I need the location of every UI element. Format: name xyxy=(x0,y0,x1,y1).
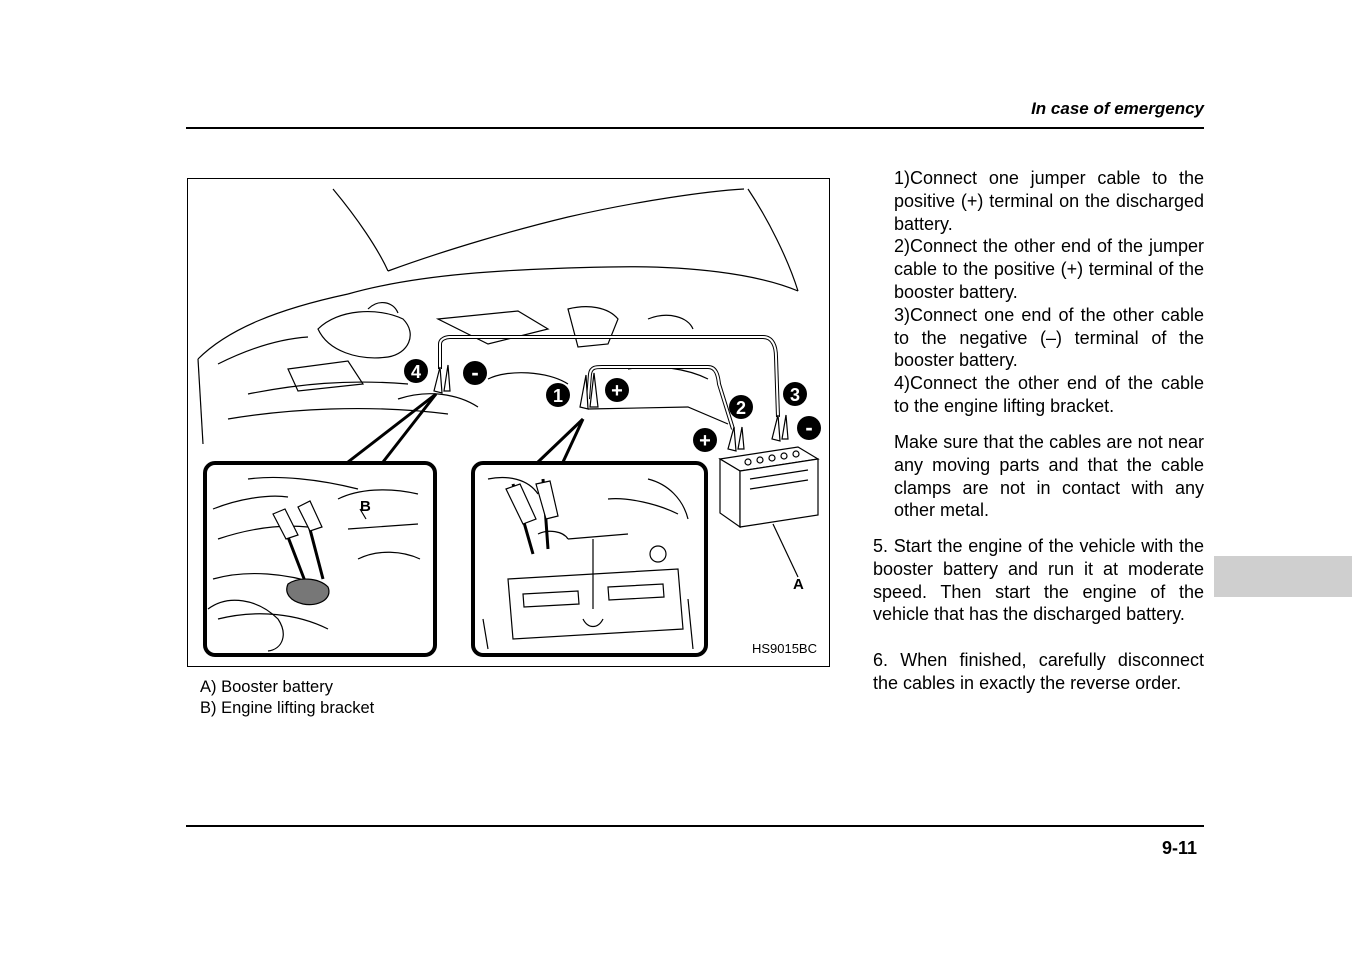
step-2: 2)Connect the other end of the jumper ca… xyxy=(894,235,1204,303)
paragraph-step-5: 5. Start the engine of the vehicle with … xyxy=(873,536,1204,625)
plus-marker-center: + xyxy=(605,378,629,402)
safety-note: Make sure that the cables are not near a… xyxy=(894,432,1204,521)
minus-marker-right: - xyxy=(797,415,821,440)
step-marker-1: 1 xyxy=(546,383,570,407)
minus-marker-left: - xyxy=(463,360,487,385)
engine-bay-drawing: 4 - 1 + 2 3 - + xyxy=(197,188,821,657)
section-title: In case of emergency xyxy=(1031,99,1204,118)
figure-captions: A) Booster battery B) Engine lifting bra… xyxy=(200,677,374,719)
step-4-text: Connect the other end of the cable to th… xyxy=(894,373,1204,416)
label-b: B xyxy=(360,498,371,515)
steps-list: 1)Connect one jumper cable to the positi… xyxy=(894,167,1204,418)
caption-engine-lifting-bracket: B) Engine lifting bracket xyxy=(200,699,375,717)
svg-text:3: 3 xyxy=(790,385,800,405)
svg-text:+: + xyxy=(611,380,623,402)
step-marker-2: 2 xyxy=(729,395,753,419)
svg-text:1: 1 xyxy=(553,386,563,406)
svg-text:2: 2 xyxy=(736,398,746,418)
step-3-number: 3) xyxy=(894,304,911,325)
step-marker-3: 3 xyxy=(783,382,807,406)
step-2-number: 2) xyxy=(894,236,911,257)
step-1-number: 1) xyxy=(894,168,911,188)
header-rule xyxy=(186,127,1204,129)
plus-marker-right: + xyxy=(693,428,717,452)
svg-text:-: - xyxy=(805,415,812,440)
step-1-text: Connect one jumper cable to the positive… xyxy=(894,168,1204,234)
svg-text:-: - xyxy=(471,360,478,385)
step-4: 4)Connect the other end of the cable to … xyxy=(894,372,1204,418)
step-1: 1)Connect one jumper cable to the positi… xyxy=(894,167,1204,235)
step-marker-4: 4 xyxy=(404,359,428,383)
caption-booster-battery: A) Booster battery xyxy=(200,678,333,696)
svg-text:+: + xyxy=(699,430,711,452)
step-3-text: Connect one end of the other cable to th… xyxy=(894,304,1204,371)
paragraph-step-6: 6. When finished, carefully disconnect t… xyxy=(873,650,1204,693)
step-3: 3)Connect one end of the other cable to … xyxy=(894,304,1204,372)
chapter-tab xyxy=(1214,556,1352,597)
figure-code: HS9015BC xyxy=(751,641,817,656)
page-number: 9-11 xyxy=(1161,838,1197,858)
step-2-text: Connect the other end of the jumper cabl… xyxy=(894,236,1204,302)
step-4-number: 4) xyxy=(894,373,911,394)
label-a: A xyxy=(793,576,804,593)
footer-rule xyxy=(186,825,1204,827)
marker-4-text: 4 xyxy=(411,362,421,382)
jump-start-illustration: 4 - 1 + 2 3 - + B A HS90 xyxy=(187,178,830,667)
